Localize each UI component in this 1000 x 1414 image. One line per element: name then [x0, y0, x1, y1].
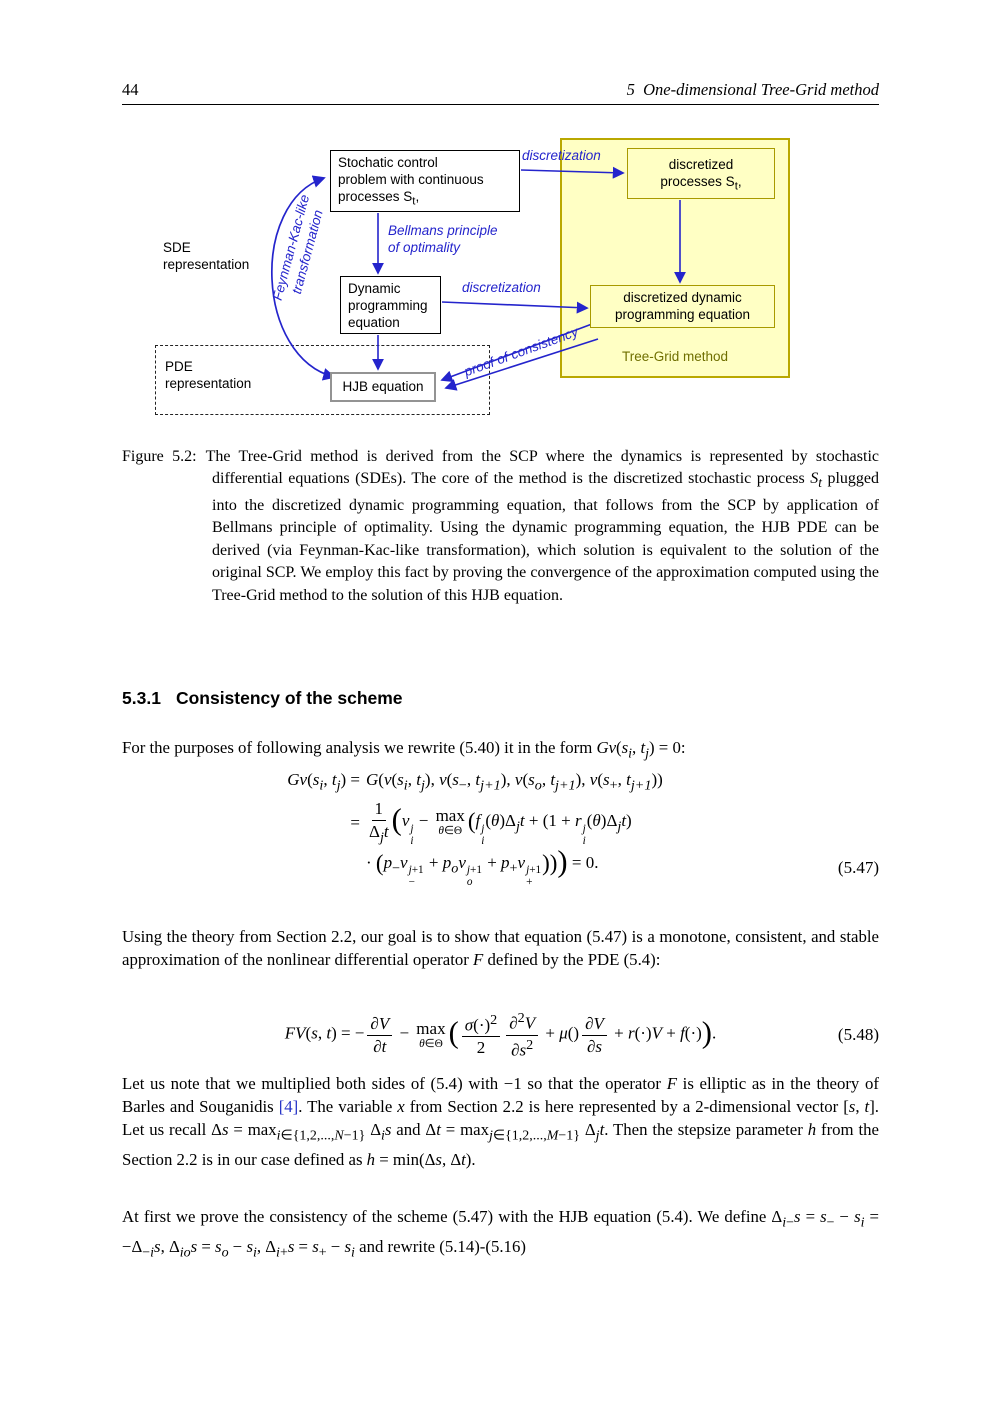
paragraph-intro: For the purposes of following analysis w…: [122, 738, 686, 762]
hjb-equation-box: HJB equation: [330, 372, 436, 402]
discretization-label-mid: discretization: [462, 280, 541, 295]
page-number: 44: [122, 80, 139, 99]
section-heading: 5.3.1 Consistency of the scheme: [122, 688, 403, 709]
eq547-line1-lhs: Gv(si, tj) =: [287, 770, 360, 794]
equation-number-548: (5.48): [837, 1025, 879, 1044]
equation-5-47: Gv(si, tj) = G(v(si, tj), v(s−, tj+1), v…: [122, 770, 879, 894]
discretization-label-top: discretization: [522, 148, 601, 163]
paragraph-consistency: At first we prove the consistency of the…: [122, 1207, 879, 1260]
equation-number-547: (5.47): [837, 858, 879, 877]
header-rule: [122, 104, 879, 105]
section-number: 5.3.1: [122, 688, 161, 708]
running-header: 44 5 One-dimensional Tree-Grid method: [122, 80, 879, 100]
figure-caption: Figure 5.2: The Tree-Grid method is deriv…: [122, 446, 879, 607]
section-title: Consistency of the scheme: [175, 688, 403, 708]
eq547-line1-rhs: G(v(si, tj), v(s−, tj+1), v(so, tj+1), v…: [366, 770, 663, 794]
chapter-title: 5 One-dimensional Tree-Grid method: [626, 80, 879, 99]
eq547-line2-lhs: =: [350, 813, 360, 833]
eq547-line1: Gv(si, tj) = G(v(si, tj), v(s−, tj+1), v…: [122, 770, 879, 794]
paragraph-monotone: Using the theory from Section 2.2, our g…: [122, 927, 879, 970]
figure-caption-text: The Tree-Grid method is derived from the…: [205, 448, 880, 604]
figure-caption-label: Figure 5.2:: [122, 448, 197, 465]
paragraph-elliptic: Let us note that we multiplied both side…: [122, 1074, 879, 1169]
tree-grid-method-label: Tree-Grid method: [621, 349, 729, 364]
